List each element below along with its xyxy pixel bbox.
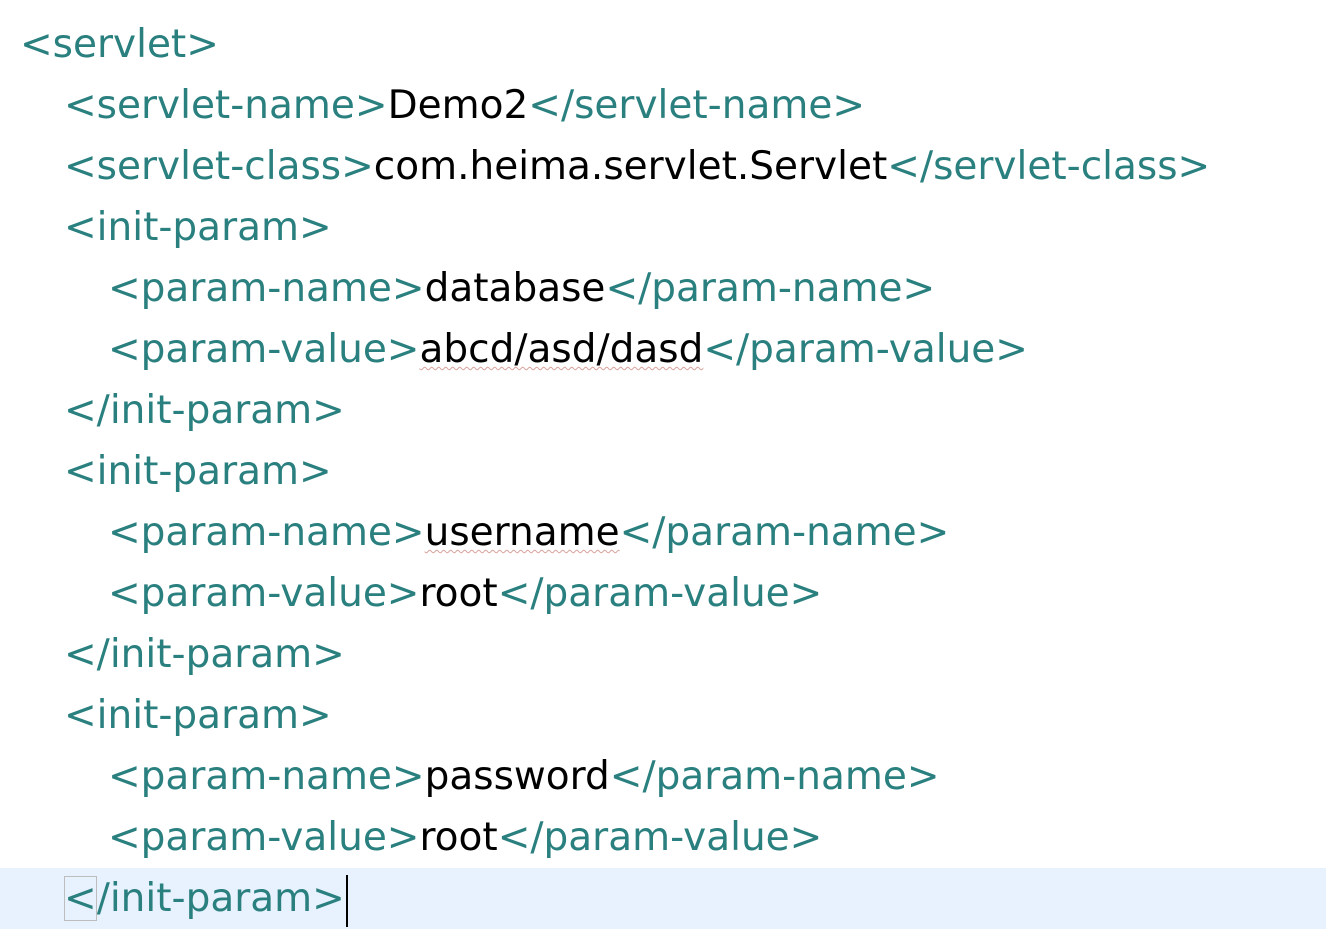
code-line[interactable]: <param-name>username</param-name> (0, 502, 1326, 563)
xml-tag: </param-name> (609, 754, 940, 799)
text-cursor (345, 874, 348, 927)
code-line-content: <param-name>database</param-name> (108, 258, 935, 319)
code-line[interactable]: <param-name>database</param-name> (0, 258, 1326, 319)
code-line-content: <servlet-class>com.heima.servlet.Servlet… (64, 136, 1210, 197)
code-line-content: <param-value>root</param-value> (108, 807, 822, 868)
code-line-content: <param-name>username</param-name> (108, 502, 949, 563)
xml-tag: <init-param> (64, 449, 332, 494)
code-line[interactable]: </init-param> (0, 624, 1326, 685)
code-line[interactable]: <init-param> (0, 685, 1326, 746)
code-line[interactable]: <servlet> (0, 14, 1326, 75)
xml-text-value: root (419, 571, 498, 616)
code-line[interactable]: </init-param> (0, 380, 1326, 441)
xml-tag: </servlet-class> (887, 144, 1211, 189)
xml-tag: </param-value> (497, 815, 823, 860)
code-line-content: <init-param> (64, 685, 332, 746)
code-line-content: </init-param> (64, 380, 345, 441)
code-line-content: <servlet> (20, 14, 219, 75)
code-line-content: <param-value>root</param-value> (108, 563, 822, 624)
xml-text-value: Demo2 (387, 83, 529, 128)
xml-tag-rest: /init-param> (96, 876, 345, 921)
code-line[interactable]: <servlet-name>Demo2</servlet-name> (0, 75, 1326, 136)
xml-tag: </param-value> (703, 327, 1028, 372)
code-line-content: <param-value>abcd/asd/dasd</param-value> (108, 319, 1028, 380)
xml-text-value: username (424, 510, 620, 555)
code-line[interactable]: <param-value>root</param-value> (0, 563, 1326, 624)
code-line-content: </init-param> (64, 868, 348, 929)
xml-tag: <param-value> (108, 815, 420, 860)
code-line[interactable]: <init-param> (0, 441, 1326, 502)
code-line[interactable]: <init-param> (0, 197, 1326, 258)
code-line-content: <init-param> (64, 441, 332, 502)
xml-tag: </param-name> (605, 266, 936, 311)
code-line-content: <init-param> (64, 197, 332, 258)
xml-tag: </param-name> (619, 510, 950, 555)
xml-tag: <init-param> (64, 693, 332, 738)
code-line[interactable]: <param-value>abcd/asd/dasd</param-value> (0, 319, 1326, 380)
xml-tag: <param-name> (108, 266, 425, 311)
xml-tag: </param-value> (497, 571, 823, 616)
xml-text-value: root (419, 815, 498, 860)
code-line[interactable]: <param-name>password</param-name> (0, 746, 1326, 807)
xml-tag: </init-param> (64, 876, 345, 921)
code-line-content: <param-name>password</param-name> (108, 746, 940, 807)
xml-text-value: abcd/asd/dasd (419, 327, 704, 372)
xml-tag: <param-name> (108, 510, 425, 555)
matched-bracket: < (64, 876, 97, 921)
xml-tag: </servlet-name> (528, 83, 865, 128)
xml-text-value: password (424, 754, 610, 799)
xml-tag: <param-name> (108, 754, 425, 799)
xml-tag: <init-param> (64, 205, 332, 250)
code-line-content: </init-param> (64, 624, 345, 685)
xml-tag: <param-value> (108, 327, 420, 372)
xml-tag: </init-param> (64, 388, 345, 433)
xml-tag: <servlet-class> (64, 144, 374, 189)
current-code-line[interactable]: </init-param> (0, 868, 1326, 929)
xml-text-value: database (424, 266, 606, 311)
xml-text-value: com.heima.servlet.Servlet (373, 144, 888, 189)
code-line[interactable]: <servlet-class>com.heima.servlet.Servlet… (0, 136, 1326, 197)
code-line[interactable]: <param-value>root</param-value> (0, 807, 1326, 868)
xml-tag: <servlet> (20, 22, 219, 67)
xml-tag: <param-value> (108, 571, 420, 616)
code-line-content: <servlet-name>Demo2</servlet-name> (64, 75, 865, 136)
xml-tag: <servlet-name> (64, 83, 388, 128)
xml-tag: </init-param> (64, 632, 345, 677)
